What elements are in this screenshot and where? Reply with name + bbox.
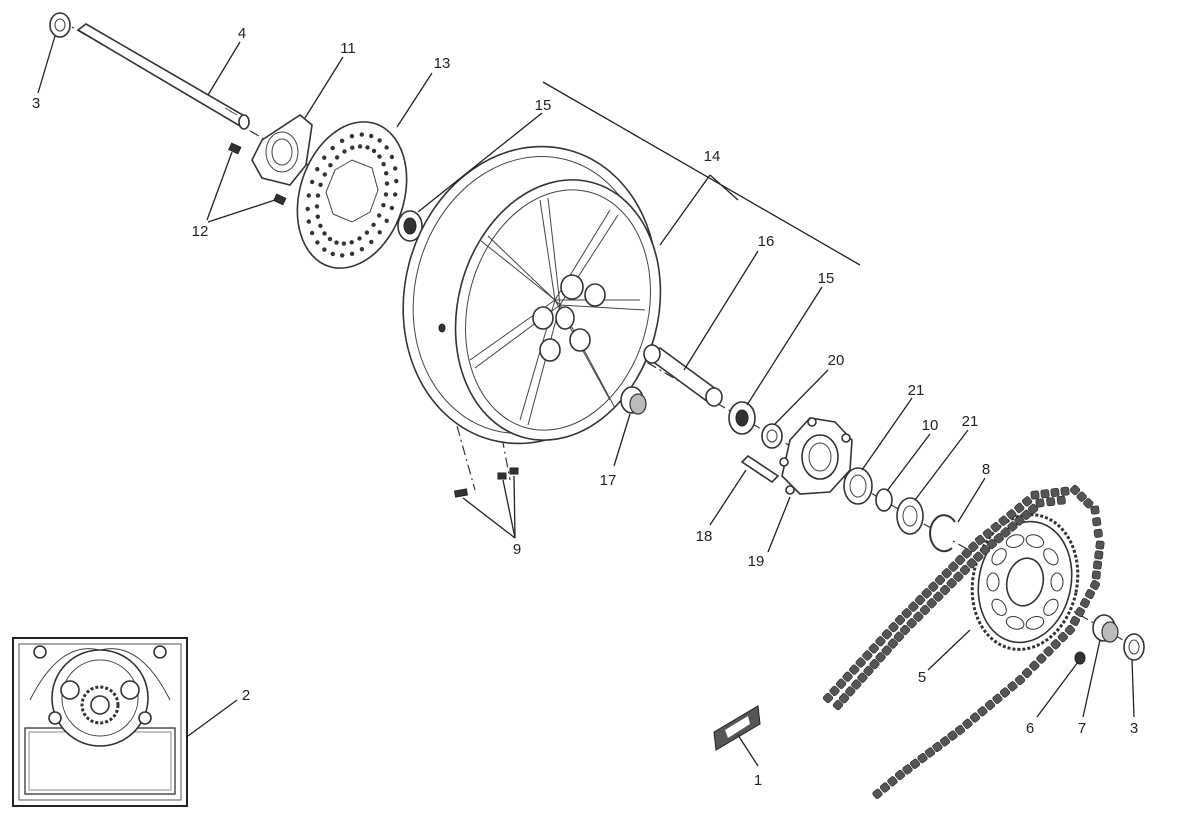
callout-11: 11 <box>340 40 356 57</box>
rear-axle <box>76 23 250 130</box>
disc-holes <box>305 132 399 258</box>
callout-20: 20 <box>828 352 845 369</box>
brake-disc <box>296 121 408 269</box>
callout-9: 9 <box>513 541 521 558</box>
sprocket-nut <box>1074 651 1086 665</box>
callout-21-right: 21 <box>962 413 979 430</box>
wheel-bearing-left <box>397 210 423 242</box>
callout-19: 19 <box>748 553 765 570</box>
callout-4: 4 <box>238 25 246 42</box>
callout-labels: 1 2 3 3 4 5 6 7 8 9 10 11 12 13 14 15 15… <box>32 25 1138 789</box>
callout-21-left: 21 <box>908 382 925 399</box>
decal <box>713 705 761 751</box>
axle-spacer-right <box>1092 614 1119 643</box>
callout-17: 17 <box>600 472 617 489</box>
drive-chain <box>822 484 1105 799</box>
leader-lines <box>37 35 1135 767</box>
callout-13: 13 <box>434 55 451 72</box>
callout-18: 18 <box>696 528 713 545</box>
callout-10: 10 <box>922 417 939 434</box>
callout-14: 14 <box>704 148 721 165</box>
callout-3-left: 3 <box>32 95 40 112</box>
callout-5: 5 <box>918 669 926 686</box>
spacer-tube <box>643 344 723 407</box>
callout-7: 7 <box>1078 720 1086 737</box>
sprocket-cutouts <box>986 534 1064 630</box>
o-ring <box>875 488 893 512</box>
rear-sprocket <box>970 513 1080 651</box>
hub-holes <box>532 274 606 362</box>
callout-1: 1 <box>754 772 762 789</box>
axle-nut-left <box>49 12 71 38</box>
axle-nut-right <box>1123 633 1145 661</box>
callout-2: 2 <box>242 687 250 704</box>
callout-15-right: 15 <box>818 270 835 287</box>
caliper-bracket <box>251 114 313 186</box>
inner-spacer <box>620 386 647 415</box>
sprocket-carrier <box>779 417 853 495</box>
callout-16: 16 <box>758 233 775 250</box>
inset-sprocket-detail <box>12 637 188 807</box>
callout-12: 12 <box>192 223 209 240</box>
wheel-bearing-right <box>728 401 756 435</box>
callout-8: 8 <box>982 461 990 478</box>
seal-right <box>896 497 924 535</box>
callout-6: 6 <box>1026 720 1034 737</box>
sprocket-stud <box>740 454 780 484</box>
bearing-spacer <box>761 423 783 449</box>
rear-wheel <box>402 145 662 445</box>
circlip <box>929 514 956 553</box>
callout-3-right: 3 <box>1130 720 1138 737</box>
callout-15-left: 15 <box>535 97 552 114</box>
valve-screws <box>453 467 519 498</box>
bracket-screws <box>228 142 287 206</box>
seal-left <box>843 467 873 505</box>
